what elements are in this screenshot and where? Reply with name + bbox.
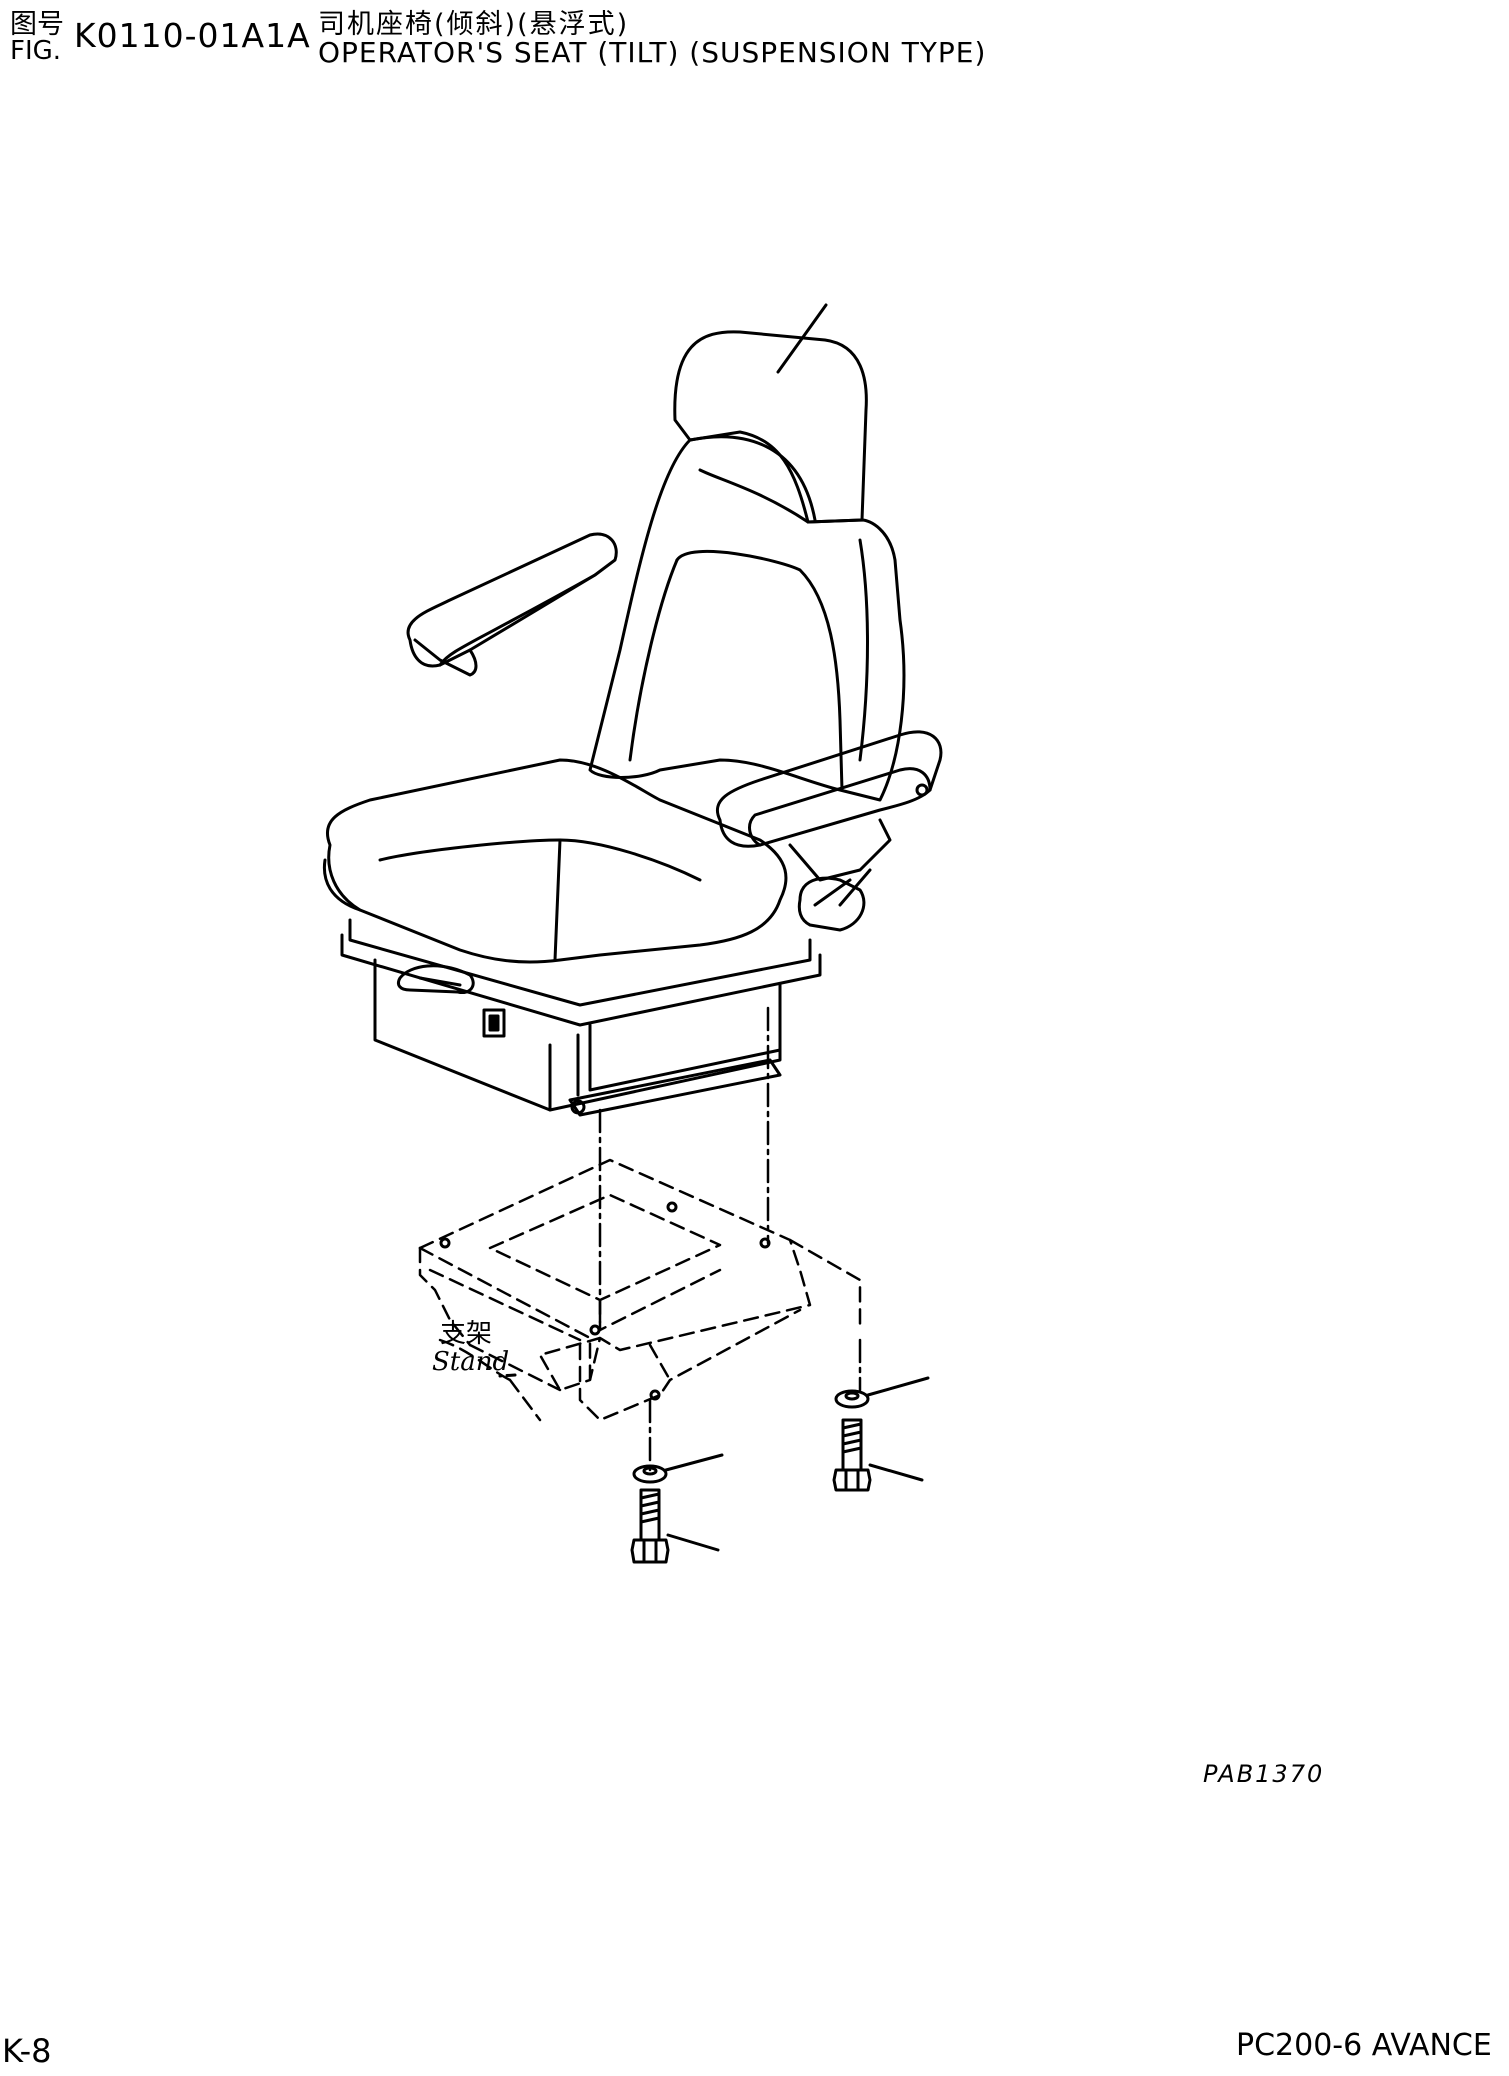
drawing-code: PAB1370 <box>1203 1760 1325 1788</box>
left-fastener <box>630 1453 724 1564</box>
fig-label-zh: 图号 <box>10 9 64 40</box>
seat-cushion <box>326 758 788 964</box>
adjust-knob <box>482 1008 506 1038</box>
right-fastener <box>832 1376 930 1492</box>
right-armrest <box>716 730 943 848</box>
leader-line-stand <box>498 1373 517 1378</box>
slide-rail <box>568 1058 782 1117</box>
suspension-base <box>348 918 812 1007</box>
stand-label-zh: 支架 <box>440 1319 493 1349</box>
title-en: OPERATOR'S SEAT (TILT) (SUSPENSION TYPE) <box>318 36 987 69</box>
armrest-hinge <box>788 818 892 882</box>
fig-number: K0110-01A1A <box>74 16 311 55</box>
title-zh: 司机座椅(倾斜)(悬浮式) <box>318 9 630 40</box>
left-armrest <box>406 532 618 668</box>
headrest <box>673 330 868 524</box>
mounting-plate <box>418 1158 812 1392</box>
page-number: K-8 <box>2 2032 52 2070</box>
seat-back <box>588 438 906 802</box>
model-name: PC200-6 AVANCE <box>1236 2028 1492 2063</box>
adjust-lever <box>396 964 475 995</box>
stand-label-en: Stand <box>432 1347 510 1377</box>
fig-label-en: FIG. <box>10 36 62 66</box>
